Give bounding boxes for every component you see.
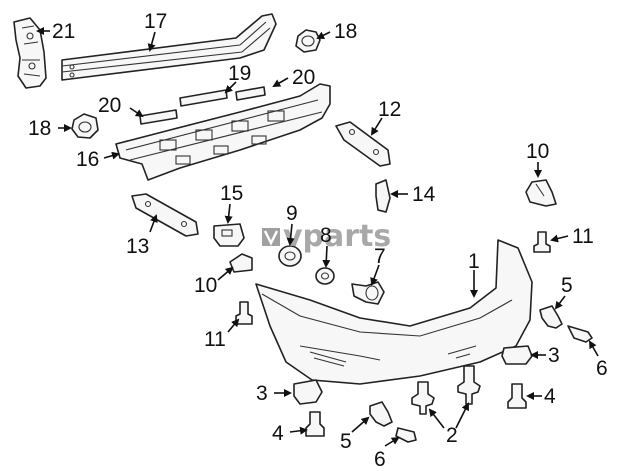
callout-10: 10 [194, 274, 217, 297]
screw-right-6-part [567, 325, 593, 343]
bumper-cover-part [255, 239, 533, 385]
callout-20: 20 [98, 94, 121, 117]
callout-11: 11 [572, 225, 594, 248]
small-bracket-part [375, 179, 391, 213]
spacer-rods-part [139, 86, 266, 125]
callout-15: 15 [220, 182, 243, 205]
callout-17: 17 [144, 10, 167, 33]
clip-right-3-part [501, 345, 533, 365]
clip-right-part [525, 179, 557, 207]
bolt-right-11-part [533, 231, 551, 253]
clip-left-3-part [293, 379, 323, 405]
energy-absorber-part [115, 83, 331, 181]
clip-left-part [229, 253, 253, 273]
callout-11: 11 [204, 328, 226, 351]
callout-20: 20 [292, 66, 315, 89]
sensor-part [351, 281, 385, 305]
callout-1: 1 [468, 250, 480, 273]
side-bracket-part [13, 17, 47, 89]
watermark-logo: vparts [262, 219, 391, 254]
callout-5: 5 [340, 430, 352, 453]
callout-3: 3 [548, 344, 560, 367]
callout-18: 18 [28, 117, 51, 140]
callout-13: 13 [126, 235, 149, 258]
callout-18: 18 [334, 20, 357, 43]
retainer-nut-part [295, 29, 321, 53]
callout-3: 3 [256, 382, 268, 405]
callout-2: 2 [446, 424, 458, 447]
callout-6: 6 [374, 448, 386, 471]
callout-10: 10 [526, 140, 549, 163]
reinforcement-beam-part [61, 13, 277, 81]
right-bracket-part [335, 121, 391, 167]
callout-5: 5 [561, 274, 573, 297]
grommet-part [278, 245, 302, 267]
left-bracket-part [131, 193, 199, 237]
callout-4: 4 [544, 385, 556, 408]
screw-left-5-part [369, 401, 393, 427]
callout-16: 16 [76, 148, 99, 171]
washer-part [315, 267, 335, 285]
leader-lines [36, 27, 599, 447]
callout-14: 14 [412, 183, 436, 206]
callout-9: 9 [286, 202, 298, 225]
bolt-right-4-part [507, 383, 527, 409]
callout-8: 8 [320, 224, 332, 247]
standoffs-part [411, 365, 481, 415]
callout-7: 7 [374, 245, 386, 268]
screw-left-6-part [395, 427, 417, 443]
callout-19: 19 [228, 62, 251, 85]
bolt-left-4-part [305, 411, 325, 437]
watermark-text: vparts [283, 219, 391, 254]
screw-right-5-part [539, 305, 563, 329]
callout-4: 4 [272, 422, 284, 445]
callout-12: 12 [378, 98, 401, 121]
bolt-left-11-part [235, 301, 253, 325]
center-bracket-part [213, 223, 245, 247]
retainer-nut-left-part [71, 113, 99, 139]
callout-labels: 21 17 18 19 20 20 18 16 12 10 15 14 13 9… [28, 10, 608, 471]
callout-6: 6 [596, 357, 608, 380]
callout-21: 21 [52, 20, 75, 43]
